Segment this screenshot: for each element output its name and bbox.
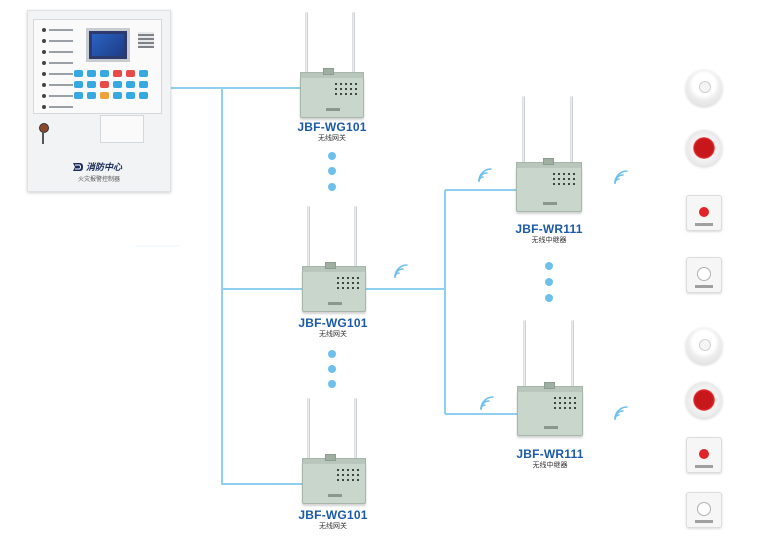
keypad-button xyxy=(100,92,109,99)
gateway-model: JBF-WG101 xyxy=(298,508,368,522)
repeater-desc: 无线中继器 xyxy=(531,237,567,244)
ellipsis-dot xyxy=(328,167,336,175)
ellipsis-dot xyxy=(545,262,553,270)
keypad-button xyxy=(126,70,135,77)
sounder-icon xyxy=(686,130,722,166)
panel-front xyxy=(33,19,162,114)
gateway-box xyxy=(302,454,366,504)
keypad-button xyxy=(100,81,109,88)
ellipsis-dot xyxy=(545,294,553,302)
ellipsis-dot xyxy=(328,365,336,373)
antenna xyxy=(569,96,574,168)
lcd-screen xyxy=(86,28,130,62)
gateway-desc: 无线网关 xyxy=(318,135,346,142)
repeater-device xyxy=(516,96,582,214)
smoke-detector-icon xyxy=(686,70,722,106)
wireless-signal-icon xyxy=(476,166,494,184)
panel-caption: 火灾报警控制器 xyxy=(77,177,120,183)
keypad-button xyxy=(113,70,122,77)
keypad-button xyxy=(113,92,122,99)
repeater-desc: 无线中继器 xyxy=(532,462,568,469)
keypad-button xyxy=(74,92,83,99)
antenna xyxy=(353,206,358,272)
repeater-model: JBF-WR111 xyxy=(516,447,584,461)
wireless-signal-icon xyxy=(392,262,410,280)
wireless-signal-icon xyxy=(478,394,496,412)
brand-logo: 消防中心 xyxy=(72,161,126,174)
antenna xyxy=(306,398,311,464)
keypad-button xyxy=(74,81,83,88)
ellipsis-dot xyxy=(328,152,336,160)
gateway-device xyxy=(302,398,366,504)
antenna xyxy=(351,12,356,78)
repeater-model: JBF-WR111 xyxy=(515,222,583,236)
antenna xyxy=(304,12,309,78)
keypad xyxy=(74,70,156,106)
ellipsis-dot xyxy=(545,278,553,286)
keypad-button xyxy=(100,70,109,77)
antenna xyxy=(306,206,311,272)
keypad-button xyxy=(87,81,96,88)
keypad-button xyxy=(139,70,148,77)
gateway-device xyxy=(300,12,364,118)
antenna xyxy=(570,320,575,392)
repeater-box xyxy=(516,158,582,212)
status-led-column xyxy=(42,28,78,116)
keypad-button xyxy=(139,92,148,99)
ellipsis-dot xyxy=(328,380,336,388)
printer-slot xyxy=(100,115,144,143)
keypad-button xyxy=(87,70,96,77)
gateway-box xyxy=(302,262,366,312)
smoke-detector-icon xyxy=(686,328,722,364)
key-lock-icon xyxy=(39,123,49,133)
keypad-button xyxy=(87,92,96,99)
printer-icon xyxy=(138,32,154,48)
antenna xyxy=(521,96,526,168)
hydrant-button-icon xyxy=(686,257,722,293)
call-point-icon xyxy=(686,195,722,231)
sounder-icon xyxy=(686,382,722,418)
antenna xyxy=(522,320,527,392)
repeater-box xyxy=(517,382,583,436)
ellipsis-dot xyxy=(328,350,336,358)
ellipsis-dot xyxy=(328,183,336,191)
keypad-button xyxy=(74,70,83,77)
antenna xyxy=(353,398,358,464)
logo-mark-icon xyxy=(73,163,83,171)
gateway-device xyxy=(302,206,366,312)
wireless-signal-icon xyxy=(612,404,630,422)
call-point-icon xyxy=(686,437,722,473)
gateway-box xyxy=(300,68,364,118)
gateway-desc: 无线网关 xyxy=(319,523,347,530)
keypad-button xyxy=(139,81,148,88)
repeater-device xyxy=(517,320,583,438)
gateway-desc: 无线网关 xyxy=(319,331,347,338)
wireless-signal-icon xyxy=(612,168,630,186)
key-stem xyxy=(42,132,44,144)
keypad-button xyxy=(126,92,135,99)
gateway-model: JBF-WG101 xyxy=(298,316,368,330)
brand-name: 消防中心 xyxy=(86,162,123,172)
gateway-model: JBF-WG101 xyxy=(297,120,367,134)
keypad-button xyxy=(126,81,135,88)
hydrant-button-icon xyxy=(686,492,722,528)
fire-alarm-control-panel: 消防中心 火灾报警控制器 xyxy=(27,10,171,192)
keypad-button xyxy=(113,81,122,88)
